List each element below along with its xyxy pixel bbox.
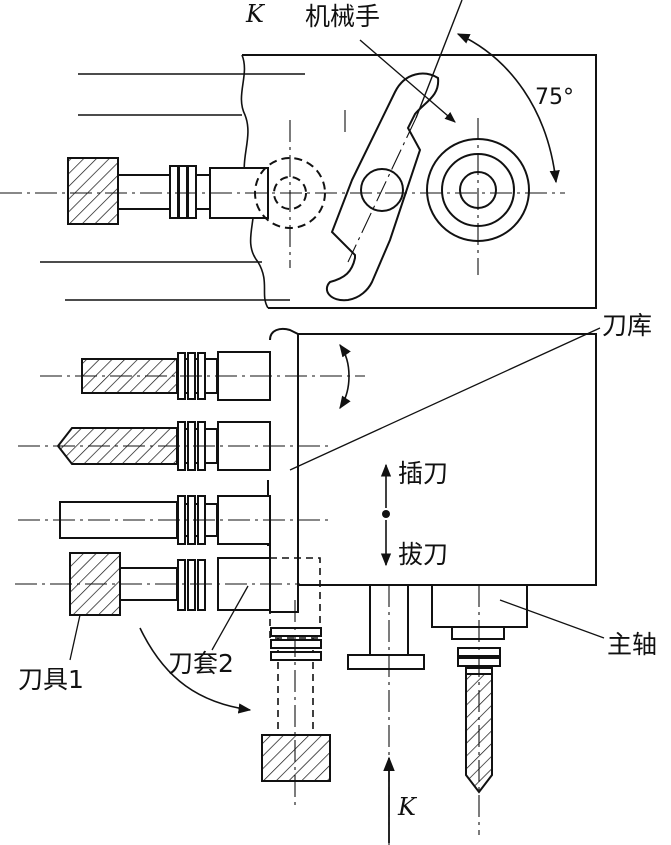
view-k-label-top: K [245, 0, 266, 28]
spindle-nose [431, 584, 528, 835]
manipulator-label: 机械手 [305, 2, 380, 31]
top-view-reference-lines [40, 73, 305, 301]
rotation-angle-indicator [415, 0, 560, 184]
top-view-centerlines [0, 110, 565, 275]
insert-pull-dot [382, 510, 390, 518]
manipulator-leader [359, 39, 456, 123]
insert-tool-label: 插刀 [398, 459, 448, 488]
tool-1-label: 刀具1 [18, 665, 84, 694]
magazine-rotation-arrow [339, 343, 351, 410]
leader-lines [69, 327, 605, 661]
tool-magazine-plate [267, 327, 299, 613]
view-k-label-bottom: K [397, 793, 418, 821]
spindle-label: 主轴 [607, 630, 657, 659]
angle-label: 75° [535, 85, 574, 110]
tool-magazine-label: 刀库 [602, 311, 652, 340]
tool-1-moved-position [261, 600, 331, 810]
magazine-centerlines [15, 375, 365, 585]
manipulator-arm [325, 72, 440, 302]
top-tool-holder [67, 157, 269, 225]
tool-1-transfer-arrow [139, 627, 252, 714]
pull-tool-label: 拔刀 [398, 540, 448, 569]
tool-sleeve-2-label: 刀套2 [168, 649, 234, 678]
